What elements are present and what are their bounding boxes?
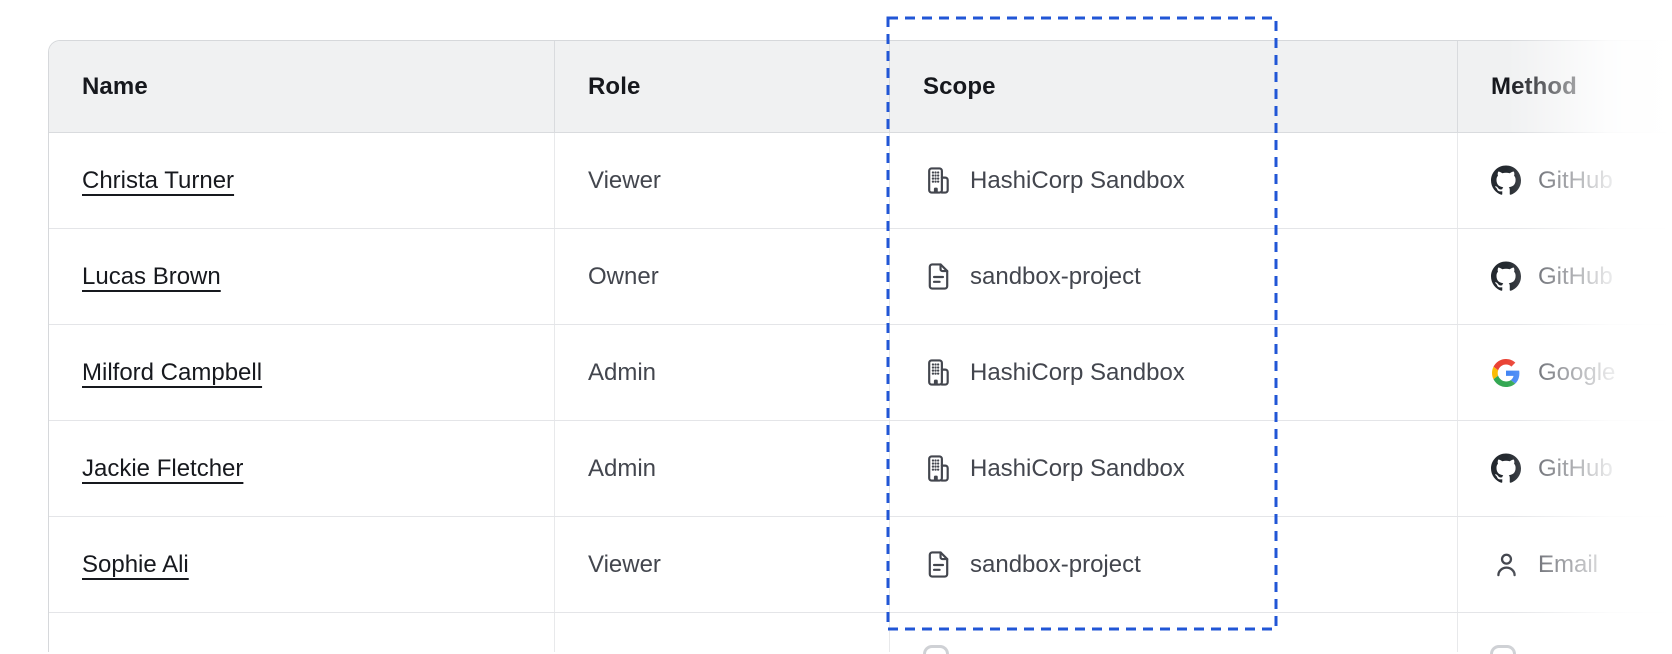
column-header-scope: Scope	[889, 41, 1457, 132]
method-cell: GitHub	[1457, 133, 1672, 228]
method-cell	[1457, 613, 1672, 652]
partial-method-icon-stub	[1490, 645, 1516, 654]
name-cell: Christa Turner	[49, 133, 554, 228]
user-name-link[interactable]: Christa Turner	[82, 166, 235, 194]
table-row: Milford Campbell Admin HashiCorp Sandbox…	[49, 325, 1672, 421]
user-name-link[interactable]: Milford Campbell	[82, 358, 263, 386]
scope-cell: sandbox-project	[889, 517, 1457, 612]
org-icon	[923, 454, 953, 484]
table-row-partial	[49, 613, 1672, 652]
role-cell	[554, 613, 889, 652]
column-header-role: Role	[554, 41, 889, 132]
file-icon	[923, 262, 953, 292]
method-value: GitHub	[1538, 262, 1613, 290]
google-icon	[1491, 358, 1521, 388]
role-value: Viewer	[588, 550, 661, 578]
name-cell: Milford Campbell	[49, 325, 554, 420]
role-cell: Viewer	[554, 133, 889, 228]
table-row: Lucas Brown Owner sandbox-project GitHub	[49, 229, 1672, 325]
method-value: Google	[1538, 358, 1616, 386]
column-header-name: Name	[82, 72, 148, 100]
method-value: GitHub	[1538, 166, 1613, 194]
org-icon	[923, 166, 953, 196]
role-value: Owner	[588, 262, 659, 290]
method-cell: Google	[1457, 325, 1672, 420]
user-name-link[interactable]: Sophie Ali	[82, 550, 189, 578]
method-cell: GitHub	[1457, 229, 1672, 324]
column-header-method: Method	[1457, 41, 1672, 132]
user-name-link[interactable]: Jackie Fletcher	[82, 454, 244, 482]
method-cell: Email	[1457, 517, 1672, 612]
name-cell: Lucas Brown	[49, 229, 554, 324]
name-cell: Sophie Ali	[49, 517, 554, 612]
github-icon	[1491, 453, 1521, 484]
file-icon	[923, 550, 953, 580]
table-row: Jackie Fletcher Admin HashiCorp Sandbox …	[49, 421, 1672, 517]
role-cell: Viewer	[554, 517, 889, 612]
scope-cell: HashiCorp Sandbox	[889, 133, 1457, 228]
role-value: Admin	[588, 454, 657, 482]
table-row: Sophie Ali Viewer sandbox-project Email	[49, 517, 1672, 613]
scope-value: HashiCorp Sandbox	[970, 454, 1185, 482]
role-cell: Admin	[554, 421, 889, 516]
method-value: GitHub	[1538, 454, 1613, 482]
person-icon	[1491, 550, 1521, 580]
method-cell: GitHub	[1457, 421, 1672, 516]
role-cell: Admin	[554, 325, 889, 420]
table-header-row: Name Role Scope Method	[49, 41, 1672, 133]
scope-value: HashiCorp Sandbox	[970, 358, 1185, 386]
scope-value: HashiCorp Sandbox	[970, 166, 1185, 194]
scope-cell	[889, 613, 1457, 652]
partial-scope-icon-stub	[923, 645, 949, 654]
scope-value: sandbox-project	[970, 550, 1141, 578]
name-cell	[49, 613, 554, 652]
scope-cell: HashiCorp Sandbox	[889, 421, 1457, 516]
role-cell: Owner	[554, 229, 889, 324]
role-value: Admin	[588, 358, 657, 386]
github-icon	[1491, 261, 1521, 292]
github-icon	[1491, 165, 1521, 196]
members-table: Name Role Scope Method Christa Turner Vi…	[48, 40, 1672, 652]
scope-cell: HashiCorp Sandbox	[889, 325, 1457, 420]
method-value: Email	[1538, 550, 1599, 578]
name-cell: Jackie Fletcher	[49, 421, 554, 516]
scope-value: sandbox-project	[970, 262, 1141, 290]
user-name-link[interactable]: Lucas Brown	[82, 262, 221, 290]
org-icon	[923, 358, 953, 388]
role-value: Viewer	[588, 166, 661, 194]
scope-cell: sandbox-project	[889, 229, 1457, 324]
table-row: Christa Turner Viewer HashiCorp Sandbox …	[49, 133, 1672, 229]
